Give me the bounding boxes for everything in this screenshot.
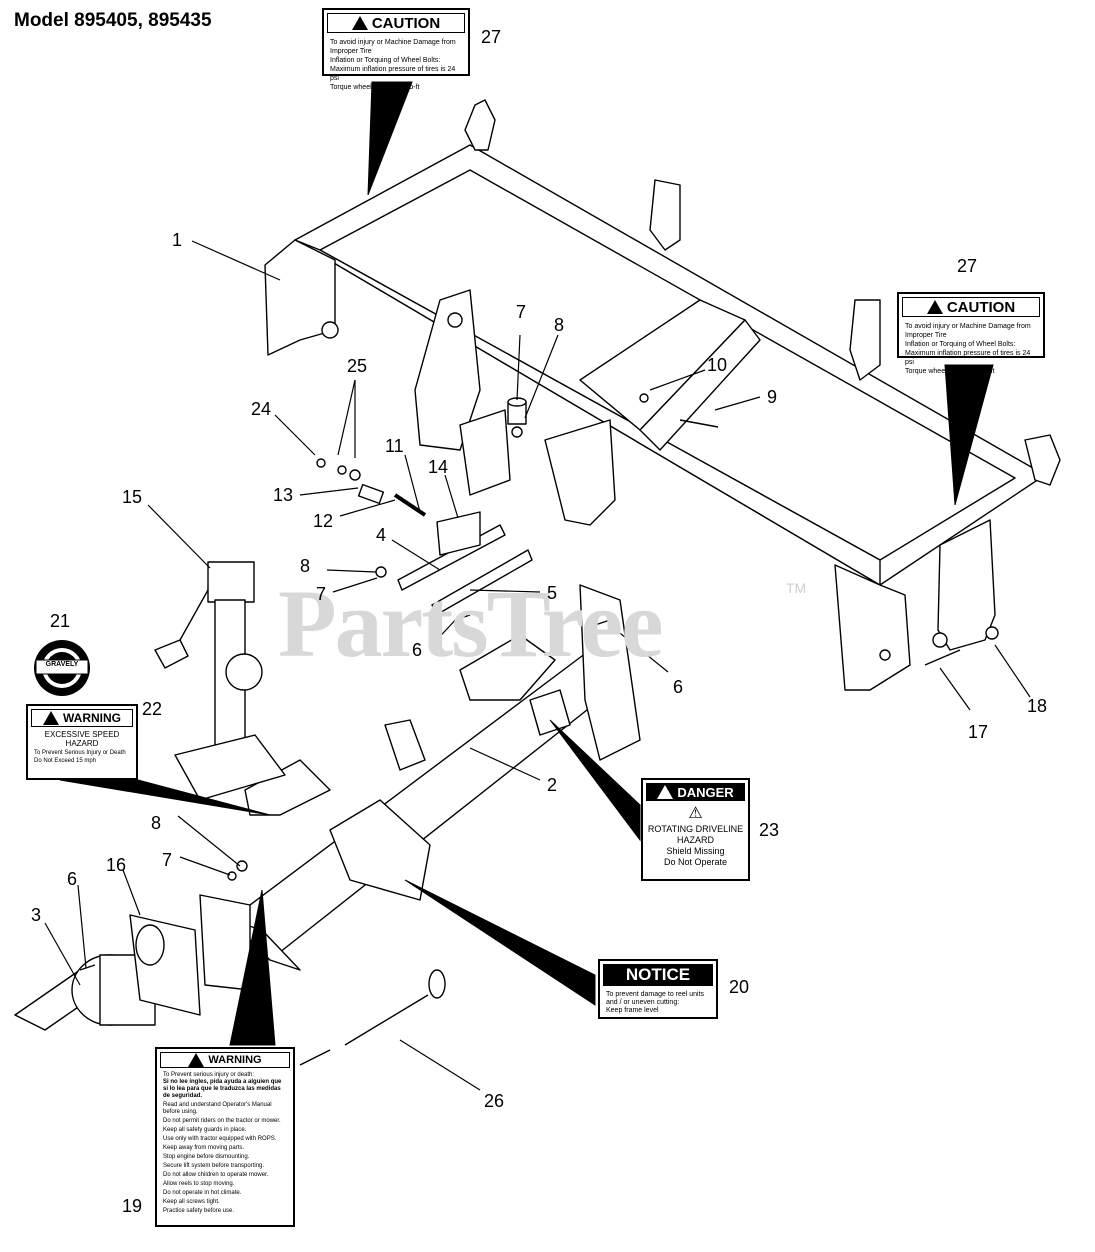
caution-heading: CAUTION bbox=[371, 14, 441, 32]
warning-line: Do Not Exceed 15 mph bbox=[34, 758, 97, 764]
callout-17: 17 bbox=[968, 722, 989, 742]
caution-bullet: Torque wheel bolts to 85 lb-ft bbox=[330, 84, 420, 91]
watermark-trademark: TM bbox=[786, 580, 807, 596]
callout-2: 2 bbox=[547, 775, 558, 795]
callout-8: 8 bbox=[554, 315, 565, 335]
callout-26: 26 bbox=[484, 1091, 505, 1111]
callout-6: 6 bbox=[67, 869, 78, 889]
caution-label-right: CAUTION To avoid injury or Machine Damag… bbox=[897, 292, 1045, 375]
warning-list-item: Stop engine before dismounting. bbox=[163, 1154, 250, 1160]
callout-23: 23 bbox=[759, 820, 780, 840]
callout-9: 9 bbox=[767, 387, 778, 407]
caution-bullet: Maximum inflation pressure of tires is 2… bbox=[330, 66, 456, 82]
warning-items: Read and understand Operator's Manual be… bbox=[163, 1102, 287, 1215]
callout-7: 7 bbox=[316, 584, 327, 604]
danger-line: ROTATING DRIVELINE bbox=[647, 824, 744, 834]
callout-7: 7 bbox=[516, 302, 527, 322]
warning-triangle-icon bbox=[926, 300, 943, 314]
callout-19: 19 bbox=[122, 1196, 143, 1216]
callout-22: 22 bbox=[142, 699, 163, 719]
caution-line: Inflation or Torquing of Wheel Bolts: bbox=[330, 57, 441, 64]
warning-triangle-icon bbox=[351, 16, 368, 30]
callout-27: 27 bbox=[957, 256, 978, 276]
callout-5: 5 bbox=[547, 583, 558, 603]
caution-label-top: CAUTION To avoid injury or Machine Damag… bbox=[322, 8, 470, 91]
warning-triangle-icon bbox=[43, 711, 59, 725]
warning-line: To Prevent serious injury or death: bbox=[163, 1072, 255, 1078]
warning-line: Si no lee ingles, pida ayuda a alguien q… bbox=[163, 1079, 282, 1099]
warning-list-item: Keep all screws tight. bbox=[163, 1199, 220, 1205]
callout-3: 3 bbox=[31, 905, 42, 925]
callout-16: 16 bbox=[106, 855, 127, 875]
warning-heading: WARNING bbox=[208, 1054, 262, 1066]
warning-heading: WARNING bbox=[63, 711, 121, 725]
jack-stand bbox=[154, 561, 286, 801]
notice-line: To prevent damage to reel units bbox=[606, 991, 705, 998]
danger-heading: DANGER bbox=[677, 784, 734, 800]
warning-list-item: Use only with tractor equipped with ROPS… bbox=[163, 1136, 277, 1142]
gravely-badge bbox=[34, 640, 90, 696]
notice-label: NOTICE To prevent damage to reel units a… bbox=[598, 959, 718, 1019]
hardware-group bbox=[507, 393, 719, 438]
end-hitch bbox=[14, 894, 251, 1031]
callout-1: 1 bbox=[172, 230, 183, 250]
callout-10: 10 bbox=[707, 355, 728, 375]
caution-line: To avoid injury or Machine Damage from I… bbox=[905, 323, 1031, 339]
warning-list-item: Read and understand Operator's Manual be… bbox=[163, 1102, 272, 1115]
warning-list-item: Allow reels to stop moving. bbox=[163, 1181, 235, 1187]
callout-7: 7 bbox=[162, 850, 173, 870]
callout-13: 13 bbox=[273, 485, 294, 505]
notice-bullet: Keep frame level bbox=[606, 1007, 659, 1014]
warning-list-item: Do not allow children to operate mower. bbox=[163, 1172, 269, 1178]
warning-list-item: Do not operate in hot climate. bbox=[163, 1190, 242, 1196]
warning-list-item: Secure lift system before transporting. bbox=[163, 1163, 265, 1169]
warning-line: HAZARD bbox=[65, 739, 99, 748]
warning-speed-label: WARNING EXCESSIVE SPEED HAZARD To Preven… bbox=[26, 704, 138, 780]
warning-list-item: Keep away from moving parts. bbox=[163, 1145, 245, 1151]
watermark: PartsTree bbox=[278, 570, 664, 677]
gravely-text: GRAVELY bbox=[45, 661, 79, 668]
callout-25: 25 bbox=[347, 356, 368, 376]
callout-6: 6 bbox=[412, 640, 423, 660]
callout-15: 15 bbox=[122, 487, 143, 507]
callout-11: 11 bbox=[385, 436, 404, 456]
warning-list-item: Do not permit riders on the tractor or m… bbox=[163, 1118, 281, 1124]
warning-safety-label: WARNING To Prevent serious injury or dea… bbox=[155, 1047, 295, 1227]
safety-chain bbox=[299, 969, 446, 1066]
danger-line: Do Not Operate bbox=[663, 857, 728, 867]
danger-line: Shield Missing bbox=[666, 846, 725, 856]
notice-heading: NOTICE bbox=[625, 965, 691, 984]
warning-triangle-icon bbox=[657, 785, 674, 799]
callout-12: 12 bbox=[313, 511, 334, 531]
notice-line: and / or uneven cutting: bbox=[606, 999, 680, 1006]
callout-18: 18 bbox=[1027, 696, 1048, 716]
callout-6: 6 bbox=[673, 677, 684, 697]
entanglement-icon: ⚠ bbox=[688, 805, 703, 822]
callout-20: 20 bbox=[729, 977, 750, 997]
danger-line: HAZARD bbox=[676, 835, 714, 845]
main-frame bbox=[264, 99, 1061, 691]
caution-bullet: Torque wheel bolts to 85 lb-ft bbox=[905, 368, 995, 375]
caution-line: To avoid injury or Machine Damage from I… bbox=[330, 39, 456, 55]
callout-8: 8 bbox=[151, 813, 162, 833]
page-title: Model 895405, 895435 bbox=[14, 10, 212, 31]
callout-21: 21 bbox=[50, 611, 71, 631]
warning-list-item: Keep all safety guards in place. bbox=[163, 1127, 247, 1133]
danger-label: DANGER ⚠ ROTATING DRIVELINE HAZARD Shiel… bbox=[641, 778, 750, 881]
caution-bullet: Maximum inflation pressure of tires is 2… bbox=[905, 350, 1031, 366]
warning-line: To Prevent Serious Injury or Death bbox=[34, 750, 126, 756]
small-hardware bbox=[79, 458, 999, 971]
warning-line: EXCESSIVE SPEED bbox=[44, 730, 120, 739]
callout-14: 14 bbox=[428, 457, 449, 477]
callout-27: 27 bbox=[481, 27, 502, 47]
caution-line: Inflation or Torquing of Wheel Bolts: bbox=[905, 341, 1016, 348]
warning-list-item: Practice safety before use. bbox=[163, 1208, 235, 1214]
callout-8: 8 bbox=[300, 556, 311, 576]
callout-4: 4 bbox=[376, 525, 387, 545]
caution-heading: CAUTION bbox=[946, 298, 1016, 316]
warning-triangle-icon bbox=[188, 1053, 205, 1067]
callout-24: 24 bbox=[251, 399, 272, 419]
